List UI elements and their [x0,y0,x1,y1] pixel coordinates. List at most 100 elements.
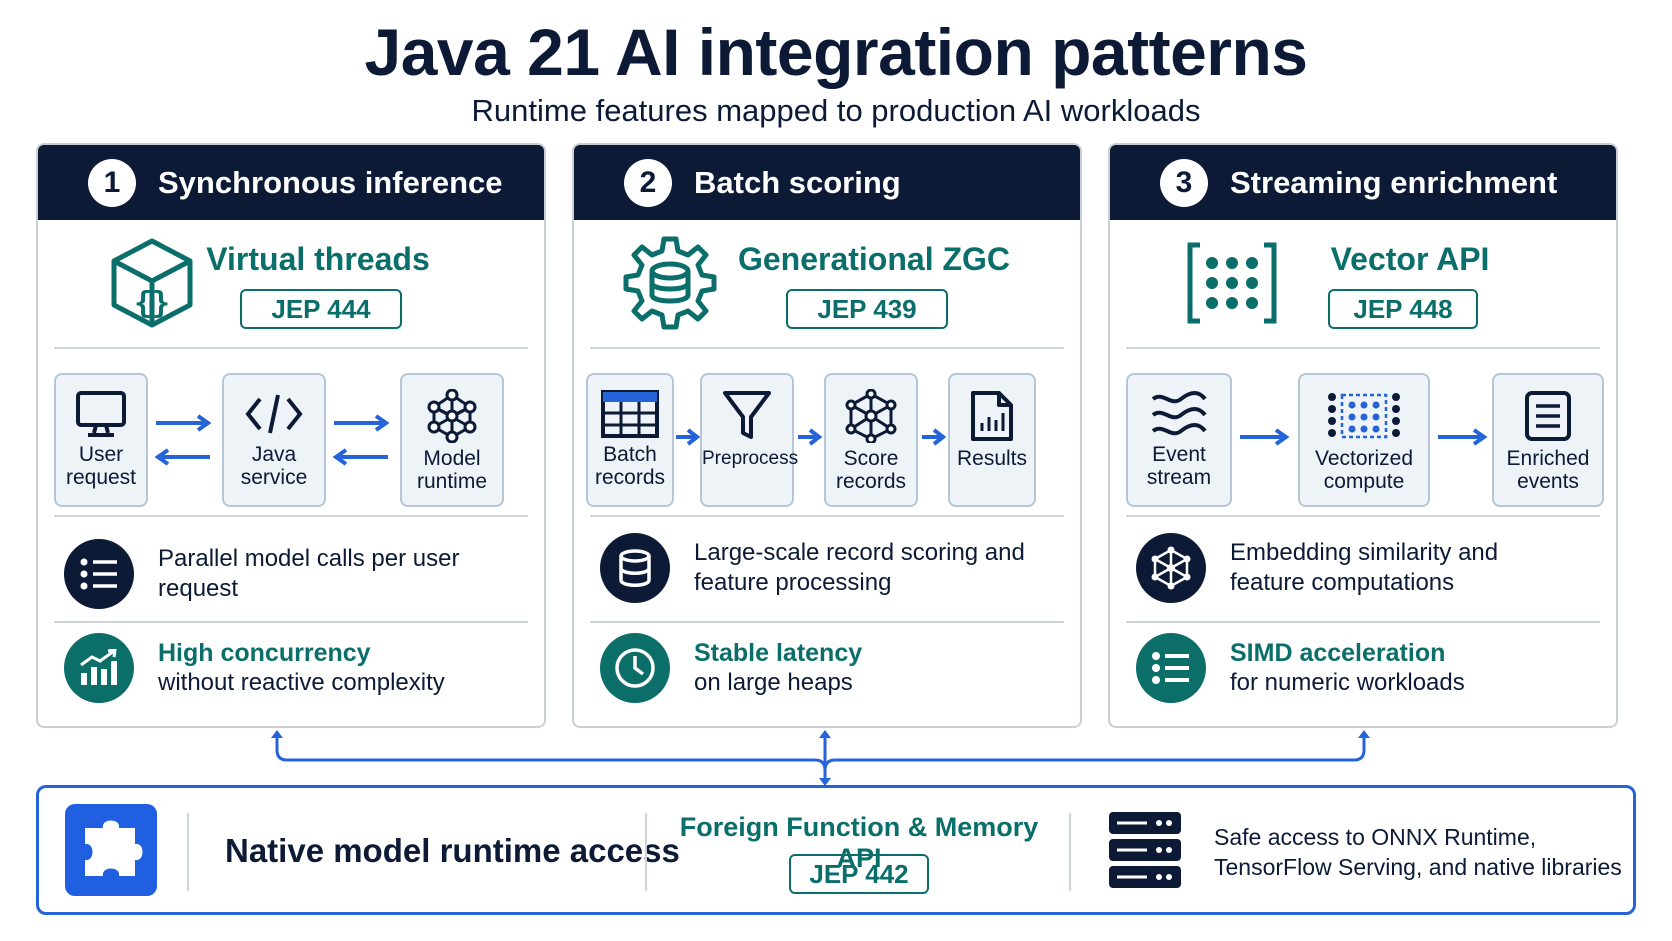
native-access-description: Safe access to ONNX Runtime, TensorFlow … [1214,824,1622,880]
step-number: 2 [624,158,672,207]
vertical-divider [1069,813,1071,891]
server-rack-icon [1109,812,1181,888]
card-header: 3 Streaming enrichment [1110,145,1616,220]
card-synchronous-inference: 1 Synchronous inference {} Virtual threa… [36,143,546,728]
right-arrow [1240,428,1290,446]
ffm-feature-name: Foreign Function & Memory API [679,812,1039,873]
flow-step-results: Results [948,373,1036,507]
divider [1126,621,1600,623]
benefit-text: High concurrency without reactive comple… [158,638,445,698]
flow-step-event-stream: Event stream [1126,373,1232,507]
native-runtime-panel: Native model runtime access Foreign Func… [36,785,1636,915]
benefit-detail: on large heaps [694,669,853,696]
dot-matrix-brackets-icon [1187,242,1277,324]
card-streaming-enrichment: 3 Streaming enrichment Vector API JEP 44… [1108,143,1618,728]
flow-step-user-request: User request [54,373,148,507]
benefit-text: Stable latency on large heaps [694,638,862,698]
gear-database-icon [623,236,717,330]
workload-description: Parallel model calls per user request [64,539,534,609]
step-number: 1 [88,158,136,207]
growth-chart-icon [64,633,134,703]
card-title: Streaming enrichment [1230,164,1558,200]
flow-label: Preprocess [702,448,799,469]
jep-badge: JEP 448 [1328,289,1478,329]
card-header: 1 Synchronous inference [38,145,544,220]
right-arrow [676,428,700,446]
network-nodes-icon [1136,533,1206,603]
wave-stream-icon [1151,391,1207,436]
clock-icon [600,633,670,703]
svg-text:{}: {} [134,286,170,321]
benefit-title: High concurrency [158,639,371,667]
benefit: High concurrency without reactive comple… [64,633,534,703]
benefit: Stable latency on large heaps [600,633,1070,703]
table-icon [601,390,659,438]
vertical-divider [645,813,647,891]
vertical-divider [187,813,189,891]
cube-braces-icon: {} [111,238,193,328]
flow-step-java-service: Java service [222,373,326,507]
workload-description: Large-scale record scoring and feature p… [600,533,1070,603]
flow-step-score-records: Score records [824,373,918,507]
database-icon [600,533,670,603]
neural-network-icon [427,389,477,443]
jep-badge: JEP 442 [789,854,929,894]
flow-step-batch-records: Batch records [586,373,674,507]
divider [590,621,1064,623]
flow-label: Score records [835,447,907,493]
divider [54,347,528,349]
workload-text: Large-scale record scoring and feature p… [694,539,1025,596]
vector-grid-icon [1328,393,1400,439]
card-title: Batch scoring [694,164,901,200]
puzzle-icon [65,804,157,896]
report-document-icon [971,391,1013,441]
card-title: Synchronous inference [158,164,503,200]
benefit-text: SIMD acceleration for numeric workloads [1230,638,1465,698]
workload-text: Embedding similarity and feature computa… [1230,539,1499,596]
flow-label: User request [65,443,137,489]
feature-name: Vector API [1330,241,1490,277]
divider [1126,515,1600,517]
list-icon [64,539,134,609]
benefit-detail: without reactive complexity [158,669,445,696]
divider [590,347,1064,349]
flow-label: Enriched events [1506,447,1590,493]
benefit: SIMD acceleration for numeric workloads [1136,633,1606,703]
list-icon [1136,633,1206,703]
flow-step-enriched-events: Enriched events [1492,373,1604,507]
flow-label: Batch records [594,443,666,489]
feature-name: Virtual threads [206,241,430,277]
connector-bracket [271,730,1370,786]
filter-icon [723,391,771,439]
card-header: 2 Batch scoring [574,145,1080,220]
flow-step-model-runtime: Model runtime [400,373,504,507]
molecule-icon [845,389,897,443]
divider [590,515,1064,517]
feature-name: Generational ZGC [737,241,1011,277]
benefit-title: Stable latency [694,639,863,667]
divider [54,621,528,623]
divider [1126,347,1600,349]
code-icon [245,394,303,434]
workload-description: Embedding similarity and feature computa… [1136,533,1606,603]
page-subtitle: Runtime features mapped to production AI… [471,93,1201,128]
card-batch-scoring: 2 Batch scoring Generational ZGC JEP 439… [572,143,1082,728]
step-number: 3 [1160,158,1208,207]
flow-label: Event stream [1146,443,1212,489]
right-arrow [798,428,822,446]
monitor-icon [76,391,126,437]
flow-step-preprocess: Preprocess [700,373,799,507]
bidirectional-arrow [154,414,212,466]
divider [54,515,528,517]
jep-badge: JEP 444 [240,289,402,329]
flow-label: Results [956,447,1028,470]
jep-badge: JEP 439 [786,289,948,329]
benefit-title: SIMD acceleration [1230,639,1446,667]
flow-label: Java service [240,443,308,489]
flow-label: Model runtime [416,447,488,493]
benefit-detail: for numeric workloads [1230,669,1465,696]
right-arrow [922,428,946,446]
native-access-title: Native model runtime access [225,832,680,869]
page-title: Java 21 AI integration patterns [364,15,1308,89]
workload-text: Parallel model calls per user request [158,545,460,602]
